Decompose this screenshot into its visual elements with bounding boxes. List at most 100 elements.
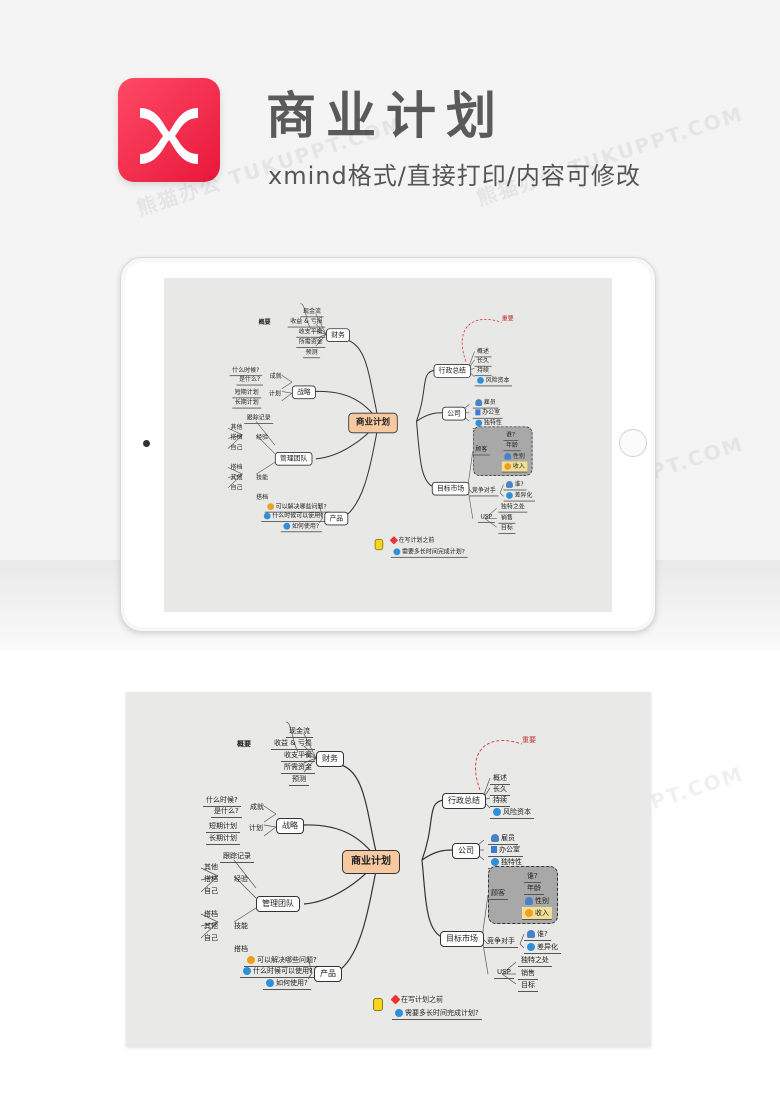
team-experience[interactable]: 经验 [256, 434, 269, 441]
finance-item[interactable]: 收益 & 亏损 [271, 738, 315, 750]
team-item[interactable]: 其他 [230, 423, 243, 431]
team-item[interactable]: 自己 [204, 887, 218, 895]
branch-strategy[interactable]: 战略 [276, 818, 304, 834]
team-item[interactable]: 自己 [230, 484, 243, 492]
product-item[interactable]: 如何使用? [280, 521, 322, 533]
branch-company[interactable]: 公司 [452, 843, 480, 859]
finance-item[interactable]: 收支平衡 [281, 750, 315, 762]
branch-finance[interactable]: 财务 [326, 328, 350, 342]
customer-item[interactable]: 年龄 [503, 441, 521, 452]
market-usp[interactable]: USP [494, 967, 514, 979]
finance-summary-label: 概要 [237, 740, 251, 748]
product-item[interactable]: 如何使用? [263, 977, 311, 990]
customer-item[interactable]: 谁? [503, 431, 518, 441]
product-item[interactable]: 什么时候可以使用? [261, 511, 326, 522]
company-item[interactable]: 雇员 [472, 397, 499, 409]
strategy-question[interactable]: 是什么? [236, 375, 263, 386]
customer-item[interactable]: 谁? [524, 871, 541, 883]
finance-item[interactable]: 所需资金 [296, 338, 326, 348]
admin-item[interactable]: 持续 [474, 366, 492, 377]
finance-item[interactable]: 预测 [303, 348, 321, 359]
team-item[interactable]: 搭档 [204, 910, 218, 918]
product-item[interactable]: 可以解决哪些问题? [264, 501, 330, 513]
strategy-question[interactable]: 是什么? [211, 806, 242, 818]
strategy-achieve[interactable]: 成就 [269, 372, 282, 380]
admin-item[interactable]: 概述 [474, 347, 492, 358]
finance-item[interactable]: 收益 & 亏损 [287, 317, 326, 328]
team-item[interactable]: 搭档 [230, 463, 243, 471]
market-competitor[interactable]: 竞争对手 [484, 936, 518, 948]
strategy-term[interactable]: 长期计划 [206, 833, 240, 845]
competitor-item[interactable]: 差异化 [524, 941, 561, 954]
team-item[interactable]: 自己 [204, 934, 218, 942]
usp-item[interactable]: 独特之处 [518, 955, 552, 967]
company-item[interactable]: 办公室 [488, 844, 523, 857]
finance-item[interactable]: 收支平衡 [296, 327, 326, 338]
strategy-term[interactable]: 长期计划 [232, 398, 262, 409]
team-item[interactable]: 搭档 [230, 434, 243, 441]
team-item[interactable]: 搭档 [204, 875, 218, 883]
strategy-question[interactable]: 什么时候? [229, 366, 262, 377]
usp-item[interactable]: 销售 [498, 513, 516, 524]
admin-item[interactable]: 长久 [490, 784, 510, 796]
product-item[interactable]: 可以解决哪些问题? [244, 954, 320, 967]
strategy-plan[interactable]: 计划 [268, 390, 281, 398]
company-item[interactable]: 办公室 [472, 408, 503, 419]
strategy-term[interactable]: 短期计划 [232, 388, 262, 399]
branch-product[interactable]: 产品 [314, 966, 342, 982]
finance-item[interactable]: 预测 [289, 774, 309, 786]
branch-finance[interactable]: 财务 [316, 751, 344, 767]
strategy-term[interactable]: 短期计划 [206, 821, 240, 833]
team-record[interactable]: 跟踪记录 [220, 851, 254, 863]
team-item[interactable]: 其他 [230, 474, 243, 482]
branch-team[interactable]: 管理团队 [256, 896, 300, 912]
central-topic[interactable]: 商业计划 [348, 412, 398, 434]
strategy-question[interactable]: 什么时候? [203, 795, 241, 807]
competitor-item[interactable]: 差异化 [503, 490, 536, 502]
team-experience[interactable]: 经验 [234, 875, 248, 883]
usp-item[interactable]: 目标 [518, 980, 538, 992]
team-skills[interactable]: 技能 [234, 922, 248, 930]
branch-team[interactable]: 管理团队 [274, 452, 313, 466]
branch-strategy[interactable]: 战略 [291, 385, 316, 400]
finance-item[interactable]: 所需资金 [281, 762, 315, 774]
branch-product[interactable]: 产品 [324, 511, 349, 526]
market-customer[interactable]: 顾客 [488, 888, 508, 900]
admin-item[interactable]: 概述 [490, 773, 510, 785]
central-topic[interactable]: 商业计划 [342, 850, 400, 874]
market-customer[interactable]: 顾客 [472, 445, 490, 456]
team-record[interactable]: 跟踪记录 [244, 414, 274, 424]
finance-item[interactable]: 现金流 [286, 726, 313, 738]
customer-item[interactable]: 收入 [501, 461, 528, 473]
competitor-item[interactable]: 谁? [503, 479, 527, 491]
home-button[interactable] [619, 429, 647, 457]
market-usp[interactable]: USP [477, 513, 495, 523]
admin-item[interactable]: 持续 [490, 795, 510, 807]
product-item[interactable]: 什么时候可以使用? [240, 965, 316, 978]
customer-item[interactable]: 年龄 [524, 883, 544, 895]
competitor-item[interactable]: 谁? [524, 928, 551, 941]
team-extra[interactable]: 搭档 [256, 493, 269, 501]
team-item[interactable]: 自己 [230, 444, 243, 452]
market-competitor[interactable]: 竞争对手 [469, 486, 499, 497]
team-extra[interactable]: 搭档 [234, 945, 248, 953]
team-skills[interactable]: 技能 [256, 474, 269, 482]
admin-item[interactable]: 长久 [474, 356, 492, 367]
admin-item[interactable]: 风险资本 [474, 375, 513, 387]
company-item[interactable]: 雇员 [488, 832, 518, 845]
team-item[interactable]: 其他 [204, 863, 218, 871]
branch-company[interactable]: 公司 [442, 406, 466, 421]
branch-market[interactable]: 目标市场 [440, 931, 484, 947]
branch-admin[interactable]: 行政总结 [442, 793, 486, 809]
strategy-plan[interactable]: 计划 [249, 824, 263, 832]
usp-item[interactable]: 销售 [518, 968, 538, 980]
admin-item[interactable]: 风险资本 [490, 806, 534, 819]
usp-item[interactable]: 目标 [498, 524, 516, 534]
branch-market[interactable]: 目标市场 [431, 481, 470, 496]
usp-item[interactable]: 独特之处 [498, 502, 528, 513]
branch-admin[interactable]: 行政总结 [433, 364, 472, 378]
finance-item[interactable]: 现金流 [300, 307, 324, 318]
team-item[interactable]: 其他 [204, 922, 218, 930]
strategy-achieve[interactable]: 成就 [250, 803, 264, 811]
customer-item[interactable]: 收入 [522, 907, 552, 920]
